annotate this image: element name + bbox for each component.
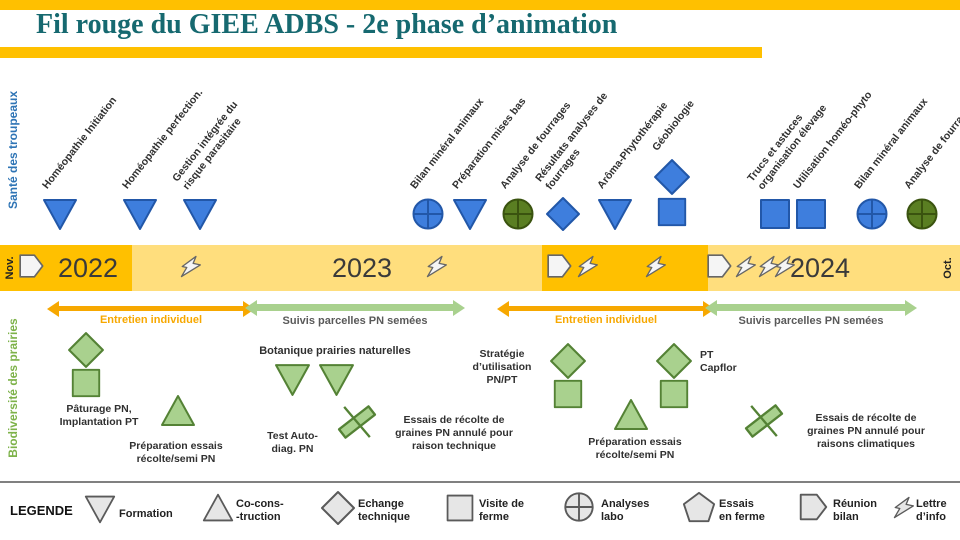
formation-icon [597, 196, 633, 232]
formation-icon [452, 196, 488, 232]
event: Utilisation homéo-phyto [791, 90, 875, 232]
visite-ferme-icon [551, 377, 585, 411]
legend-label: Lettre d’info [916, 498, 947, 524]
suivis-arrow [716, 304, 906, 311]
suivis-arrow [256, 304, 454, 311]
echange-technique-icon [653, 158, 691, 196]
reunion-bilan-icon [704, 251, 734, 281]
analyses-labo-icon [562, 490, 596, 524]
event-label: Pâturage PN, Implantation PT [59, 403, 139, 429]
essais-en-ferme-icon [682, 490, 716, 524]
arrow-label: Entretien individuel [554, 314, 658, 326]
event: Analyse de fourrages [498, 100, 573, 232]
event: Gestion intégrée du risque parasitaire [170, 99, 243, 232]
event: Géobiologie [650, 98, 697, 232]
analyses-labo-icon [500, 196, 536, 232]
coconstruction-icon [613, 397, 649, 433]
essai-annule-icon [743, 400, 785, 442]
event-label: Stratégie d’utilisation PN/PT [472, 348, 532, 387]
legend-label: Essais en ferme [719, 498, 765, 524]
reunion-bilan-icon [796, 490, 830, 524]
event: Trucs et astuces organisation élevage [745, 102, 829, 232]
formation-icon [42, 196, 78, 232]
year-2023: 2023 [332, 253, 393, 283]
analyses-labo-icon [904, 196, 940, 232]
analyses-labo-icon [410, 196, 446, 232]
event: Bilan minéral animaux [852, 96, 930, 232]
year-2022: 2022 [58, 253, 119, 283]
formation-icon [182, 196, 218, 232]
echange-technique-icon [320, 490, 356, 526]
legend-label: Echange technique [358, 498, 410, 524]
event: Analyse de fourrages [902, 100, 960, 232]
event-label: Test Auto- diag. PN [267, 430, 318, 456]
analyses-labo-icon [854, 196, 890, 232]
legend-label: Analyses labo [601, 498, 650, 524]
lettre-info-icon [755, 252, 784, 282]
event: Préparation mises bas [450, 96, 529, 232]
timeline-start-label: Nov. [4, 256, 16, 280]
coconstruction-icon [202, 492, 234, 524]
title-underline [0, 47, 762, 58]
event: Homéopathie perfection. [120, 87, 205, 232]
legend-label: Visite de ferme [479, 498, 525, 524]
entretien-arrow [508, 306, 704, 311]
legend-label: Formation [119, 508, 173, 520]
page-title: Fil rouge du GIEE ADBS - 2e phase d’anim… [36, 9, 618, 40]
event-label: Essais de récolte de graines PN annulé p… [807, 412, 925, 451]
arrow-label: Entretien individuel [99, 314, 203, 326]
reunion-bilan-icon [544, 251, 574, 281]
event: Arôma-Phytothérapie [595, 100, 670, 232]
arrow-label: Suivis parcelles PN semées [738, 315, 884, 327]
event-label: Essais de récolte de graines PN annulé p… [395, 414, 513, 453]
event-label: Trucs et astuces organisation élevage [745, 101, 829, 192]
timeline-band-segment [132, 245, 542, 291]
event-label: Préparation essais récolte/semi PN [588, 436, 682, 462]
event-label: Homéopathie Initiation [40, 95, 120, 192]
timeline-end-label: Oct. [942, 257, 954, 279]
event: Homéopathie Initiation [40, 95, 119, 232]
lettre-info-icon [732, 252, 761, 282]
event-label: PT Capflor [700, 349, 737, 375]
essai-annule-icon [336, 401, 378, 443]
row-label-sante: Santé des troupeaux [6, 90, 20, 210]
echange-technique-icon [549, 342, 587, 380]
lettre-info-icon [889, 492, 918, 524]
lettre-info-icon [642, 252, 671, 282]
visite-ferme-icon [757, 196, 793, 232]
coconstruction-icon [160, 393, 196, 429]
formation-icon [274, 361, 311, 398]
lettre-info-icon [574, 252, 603, 282]
event: Résultats analyses de fourrages [533, 90, 610, 232]
year-2024: 2024 [790, 253, 851, 283]
lettre-info-icon [423, 252, 452, 282]
event-label: Bilan minéral animaux [408, 96, 487, 192]
event: Bilan minéral animaux [408, 96, 486, 232]
visite-ferme-icon [444, 492, 476, 524]
legend-label: Réunion bilan [833, 498, 877, 524]
echange-technique-icon [545, 196, 581, 232]
visite-ferme-icon [793, 196, 829, 232]
visite-ferme-icon [655, 195, 689, 229]
top-accent-bar [0, 0, 960, 10]
lettre-info-icon [771, 252, 800, 282]
visite-ferme-icon [657, 377, 691, 411]
visite-ferme-icon [69, 366, 103, 400]
formation-icon [84, 493, 116, 525]
event-label: Préparation essais récolte/semi PN [129, 440, 223, 466]
echange-technique-icon [655, 342, 693, 380]
formation-icon [122, 196, 158, 232]
formation-icon [318, 361, 355, 398]
lettre-info-icon [177, 252, 206, 282]
legend-label: Co-cons- -truction [236, 498, 284, 524]
event-label: Botanique prairies naturelles [259, 345, 411, 357]
reunion-bilan-icon [16, 251, 46, 281]
entretien-arrow [58, 306, 244, 311]
legend-title: LEGENDE [10, 503, 73, 518]
echange-technique-icon [67, 331, 105, 369]
row-label-biodiv: Biodiversité des prairies [6, 318, 20, 458]
arrow-label: Suivis parcelles PN semées [282, 315, 428, 327]
